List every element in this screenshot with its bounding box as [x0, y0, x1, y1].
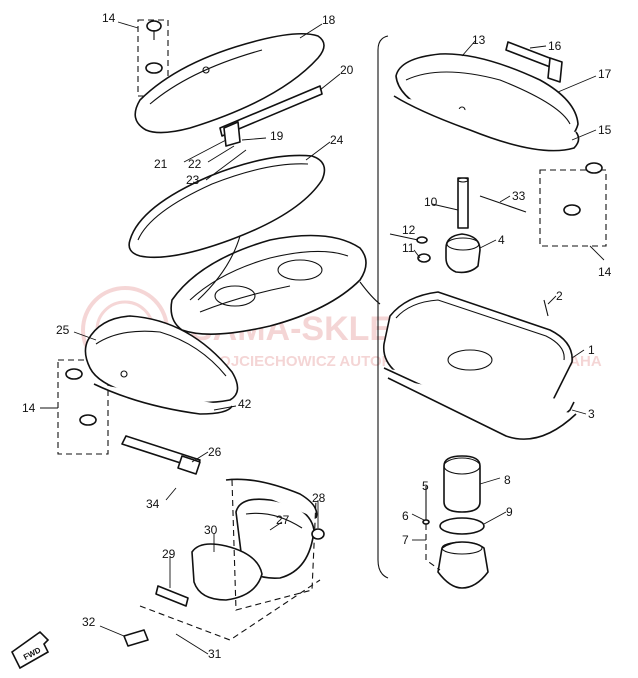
group-bracket	[377, 35, 389, 579]
part-10-post	[457, 177, 469, 229]
callout-1: 1	[588, 343, 595, 357]
part-33-rod	[479, 195, 527, 213]
callout-12: 12	[402, 223, 416, 237]
part-4-cap	[445, 233, 481, 274]
callout-5: 5	[422, 479, 429, 493]
part-2-bolt	[543, 299, 549, 317]
part-28-grommet	[311, 528, 325, 540]
callout-31: 31	[208, 647, 222, 661]
callout-9: 9	[506, 505, 513, 519]
callout-14-b: 14	[22, 401, 36, 415]
part-7-leader	[425, 524, 441, 571]
callout-14-c: 14	[598, 265, 612, 279]
callout-29: 29	[162, 547, 176, 561]
callout-18: 18	[322, 13, 336, 27]
callout-19: 19	[270, 129, 284, 143]
drain-base	[437, 541, 489, 589]
callout-17: 17	[598, 67, 612, 81]
part-14-fastener-top	[145, 20, 163, 74]
part-3-gasket-lower	[387, 377, 577, 440]
callout-28: 28	[312, 491, 326, 505]
callout-33: 33	[512, 189, 526, 203]
part-18-lid	[134, 32, 325, 134]
callout-32: 32	[82, 615, 96, 629]
dashed-group-right	[539, 169, 607, 247]
part-15-seal	[393, 95, 580, 152]
hull-overview	[170, 234, 381, 335]
callout-6: 6	[402, 509, 409, 523]
part-30-seal	[191, 543, 263, 601]
part-25-lid	[84, 315, 239, 404]
callout-21: 21	[154, 157, 168, 171]
part-24-seal	[128, 154, 326, 259]
callout-11: 11	[402, 241, 415, 255]
part-11-clip	[417, 253, 431, 263]
callout-25: 25	[56, 323, 70, 337]
part-26-hinge	[121, 435, 201, 475]
callout-30: 30	[204, 523, 218, 537]
callout-numbers: 14 18 20 19 21 22 23 24 25 14 42 26 34 2…	[22, 11, 612, 661]
callout-15: 15	[598, 123, 612, 137]
callout-27: 27	[276, 513, 290, 527]
dashed-group-bottom	[139, 579, 321, 641]
part-42-seal	[93, 383, 233, 415]
part-14-fastener-left	[65, 368, 97, 426]
callout-4: 4	[498, 233, 505, 247]
dashed-group-pocket	[231, 479, 317, 611]
callout-7: 7	[402, 533, 409, 547]
part-14-fastener-right	[563, 162, 603, 216]
part-16-hinge	[505, 41, 563, 83]
fwd-arrow-icon: FWD	[10, 630, 50, 670]
part-32-plate	[123, 629, 149, 647]
callout-14-a: 14	[102, 11, 116, 25]
callout-34: 34	[146, 497, 160, 511]
part-9-band	[439, 517, 485, 535]
callout-8: 8	[504, 473, 511, 487]
part-20-hinge	[219, 85, 323, 147]
callout-42: 42	[238, 397, 252, 411]
callout-13: 13	[472, 33, 486, 47]
part-8-cylinder	[443, 455, 481, 513]
leader-lines	[40, 21, 605, 655]
callout-22: 22	[188, 157, 202, 171]
callout-3: 3	[588, 407, 595, 421]
callout-2: 2	[556, 289, 563, 303]
part-12-nut	[416, 236, 428, 244]
pocket-lid	[225, 478, 318, 519]
callout-26: 26	[208, 445, 222, 459]
part-6-washer	[422, 519, 430, 525]
callout-16: 16	[548, 39, 562, 53]
callout-24: 24	[330, 133, 344, 147]
callout-10: 10	[424, 195, 438, 209]
callout-20: 20	[340, 63, 354, 77]
part-29-bracket	[155, 585, 189, 607]
callout-23: 23	[186, 173, 200, 187]
